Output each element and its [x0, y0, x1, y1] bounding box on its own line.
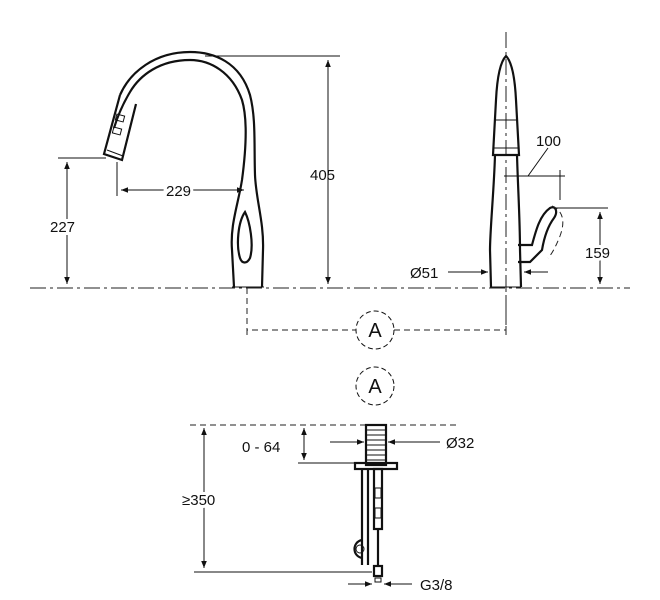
side-view-faucet [488, 32, 564, 335]
label-projection-100: 100 [536, 133, 561, 150]
label-handle-159: 159 [585, 245, 610, 262]
label-under-deck: ≥350 [182, 492, 215, 509]
front-view-faucet [102, 50, 265, 335]
label-hole-diameter: Ø32 [446, 435, 474, 452]
dimension-reach-front [116, 162, 244, 196]
label-connection: G3/8 [420, 577, 453, 594]
callout-a-upper: A [355, 310, 395, 350]
dimension-deck-thickness [298, 428, 355, 464]
mounting-shank [353, 423, 399, 583]
dimension-projection-side [504, 147, 565, 200]
label-deck-thickness: 0 - 64 [242, 439, 280, 456]
dimension-height-front [205, 55, 340, 284]
svg-text:A: A [368, 320, 382, 342]
svg-text:A: A [368, 376, 382, 398]
label-base-diameter: Ø51 [410, 265, 438, 282]
label-height-405: 405 [310, 167, 335, 184]
dimension-under-deck [194, 428, 372, 573]
section-connector [246, 290, 507, 335]
label-reach-229: 229 [166, 183, 191, 200]
callout-a-lower: A [355, 366, 395, 406]
dimension-spout-height-front [58, 157, 106, 284]
label-spout-227: 227 [50, 219, 75, 236]
dimension-handle-height-side [556, 207, 608, 284]
